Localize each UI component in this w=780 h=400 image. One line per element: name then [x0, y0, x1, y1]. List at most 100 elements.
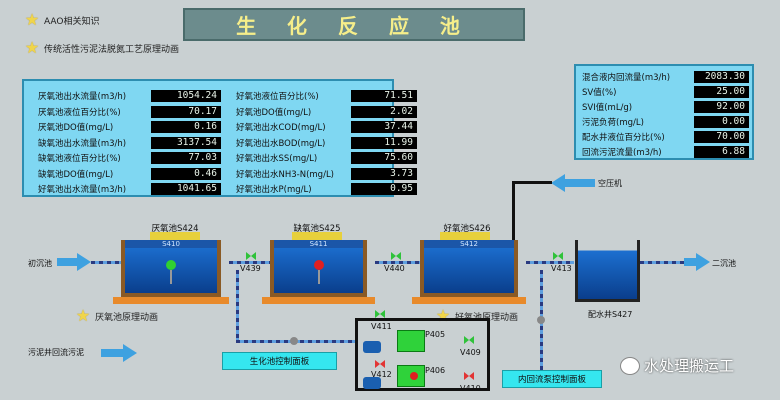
tank-aerobic-code: S412 — [424, 240, 514, 248]
valve-v413-label: V413 — [551, 264, 572, 273]
pipe-joint — [290, 337, 298, 345]
metric-label: 好氧池出水NH3-N(mg/L) — [236, 169, 334, 180]
pump-p405[interactable] — [397, 330, 425, 352]
valve-v439[interactable] — [246, 252, 256, 261]
valve-v440[interactable] — [391, 252, 401, 261]
tank-anaerobic-code: S410 — [125, 240, 217, 248]
pipe-2-3 — [375, 261, 420, 264]
metric-label: 好氧池DO值(mg/L) — [236, 107, 312, 118]
metric-label: 好氧池出水BOD(mg/L) — [236, 138, 326, 149]
distribution-well-label: 配水井S427 — [588, 310, 633, 319]
valve-v440-label: V440 — [384, 264, 405, 273]
outlet-arrow-icon — [696, 253, 710, 271]
metric-value: 37.44 — [351, 121, 417, 133]
metric-label: 缺氧池出水流量(m3/h) — [38, 138, 127, 149]
tank-anoxic-cap — [292, 232, 342, 240]
reflux-pipe-left — [236, 270, 239, 342]
link-aerobic-animation[interactable]: ★ 好氧池原理动画 — [435, 308, 518, 324]
valve-v413[interactable] — [553, 252, 563, 261]
valve-v410-label: V410 — [460, 384, 481, 393]
metric-value: 11.99 — [351, 136, 417, 149]
reflux-metric-label: SVI值(mL/g) — [582, 103, 633, 113]
inlet-arrow-icon — [77, 253, 91, 271]
metric-value: 1054.24 — [151, 90, 221, 102]
sludge-arrow-icon — [123, 344, 137, 362]
star-icon: ★ — [75, 306, 91, 325]
metric-label: 厌氧池液位百分比(%) — [38, 107, 121, 118]
wechat-icon — [620, 356, 640, 375]
distribution-well[interactable] — [575, 240, 640, 302]
star-icon: ★ — [24, 10, 40, 29]
motor-p405-icon — [363, 341, 381, 353]
link-sludge-animation[interactable]: ★ 传统活性污泥法脱氮工艺原理动画 — [24, 40, 179, 56]
inlet-arrow-shaft — [57, 258, 77, 266]
process-data-panel: 厌氧池出水流量(m3/h) 1054.24 好氧池液位百分比(%) 71.51 厌氧池液… — [22, 79, 417, 197]
tank-aerobic[interactable]: S412 — [420, 240, 518, 297]
metric-value: 0.46 — [151, 167, 221, 180]
metric-value: 0.95 — [351, 183, 417, 195]
pump-pipe-right — [487, 318, 490, 391]
metric-label: 好氧池出水SS(mg/L) — [236, 154, 318, 164]
bio-control-panel-button[interactable]: 生化池控制面板 — [222, 352, 337, 370]
reflux-metric-value: 70.00 — [694, 131, 749, 143]
reflux-metric-label: 回流污泥流量(m3/h) — [582, 148, 662, 158]
outlet-arrow-shaft — [684, 258, 698, 266]
mixer-green-icon — [166, 260, 176, 270]
metric-label: 厌氧池DO值(mg/L) — [38, 123, 114, 133]
reflux-metric-value: 6.88 — [694, 146, 749, 158]
mixer-shaft — [170, 270, 172, 284]
air-arrow-shaft — [565, 179, 595, 187]
metric-value: 2.02 — [351, 105, 417, 118]
link-sludge-label: 传统活性污泥法脱氮工艺原理动画 — [44, 44, 180, 55]
metric-label: 厌氧池出水流量(m3/h) — [38, 92, 127, 102]
outlet-pipe — [640, 261, 684, 264]
tank-aerobic-name: 好氧池S426 — [443, 224, 491, 234]
reflux-metric-value: 2083.30 — [694, 71, 749, 83]
link-aerobic-label: 好氧池原理动画 — [455, 310, 518, 323]
pipe-1-2 — [229, 261, 270, 264]
motor-p406-icon — [363, 377, 381, 389]
metric-label: 好氧池液位百分比(%) — [236, 92, 319, 102]
metric-value: 70.17 — [151, 105, 221, 118]
tank-aerobic-cap — [440, 232, 490, 240]
sludge-return-label: 污泥井回流污泥 — [28, 348, 84, 357]
pump-p406-label: P406 — [425, 366, 446, 375]
mixer-shaft — [318, 270, 320, 284]
metric-value: 75.60 — [351, 152, 417, 164]
air-compressor-label: 空压机 — [598, 179, 622, 188]
valve-v412-label: V412 — [371, 370, 392, 379]
metric-label: 好氧池出水流量(m3/h) — [38, 185, 127, 195]
reflux-metric-label: 配水井液位百分比(%) — [582, 133, 665, 143]
tank-aerobic-base — [412, 297, 526, 304]
link-anaerobic-animation[interactable]: ★ 厌氧池原理动画 — [75, 308, 158, 324]
valve-v411[interactable] — [375, 310, 385, 319]
pump-p406-status-icon — [410, 372, 418, 380]
metric-value: 3.73 — [351, 167, 417, 180]
inlet-pipe — [91, 261, 121, 264]
metric-label: 缺氧池液位百分比(%) — [38, 154, 121, 164]
sludge-arrow-shaft — [101, 349, 123, 357]
watermark: 水处理搬运工 — [620, 355, 734, 376]
valve-v412[interactable] — [375, 360, 385, 369]
valve-v409-label: V409 — [460, 348, 481, 357]
metric-value: 71.51 — [351, 90, 417, 102]
tank-anoxic-name: 缺氧池S425 — [293, 224, 341, 234]
link-aao-knowledge[interactable]: ★ AAO相关知识 — [24, 12, 100, 28]
reflux-metric-value: 25.00 — [694, 86, 749, 98]
reflux-pump-panel-button[interactable]: 内回流泵控制面板 — [502, 370, 602, 388]
metric-value: 77.03 — [151, 152, 221, 164]
tank-anoxic[interactable]: S411 — [270, 240, 367, 297]
pipe-joint — [537, 316, 545, 324]
metric-label: 好氧池出水P(mg/L) — [236, 185, 312, 195]
air-pipe — [512, 181, 552, 184]
tank-anoxic-code: S411 — [274, 240, 363, 248]
pipe-3-well — [526, 261, 574, 264]
valve-v410[interactable] — [464, 372, 474, 381]
valve-v409[interactable] — [464, 336, 474, 345]
outlet-label: 二沉池 — [712, 259, 736, 268]
metric-label: 缺氧池DO值(mg/L) — [38, 169, 114, 180]
tank-anoxic-base — [262, 297, 375, 304]
metric-label: 好氧池出水COD(mg/L) — [236, 123, 326, 133]
reflux-metric-value: 0.00 — [694, 116, 749, 128]
link-anaerobic-label: 厌氧池原理动画 — [95, 312, 159, 323]
